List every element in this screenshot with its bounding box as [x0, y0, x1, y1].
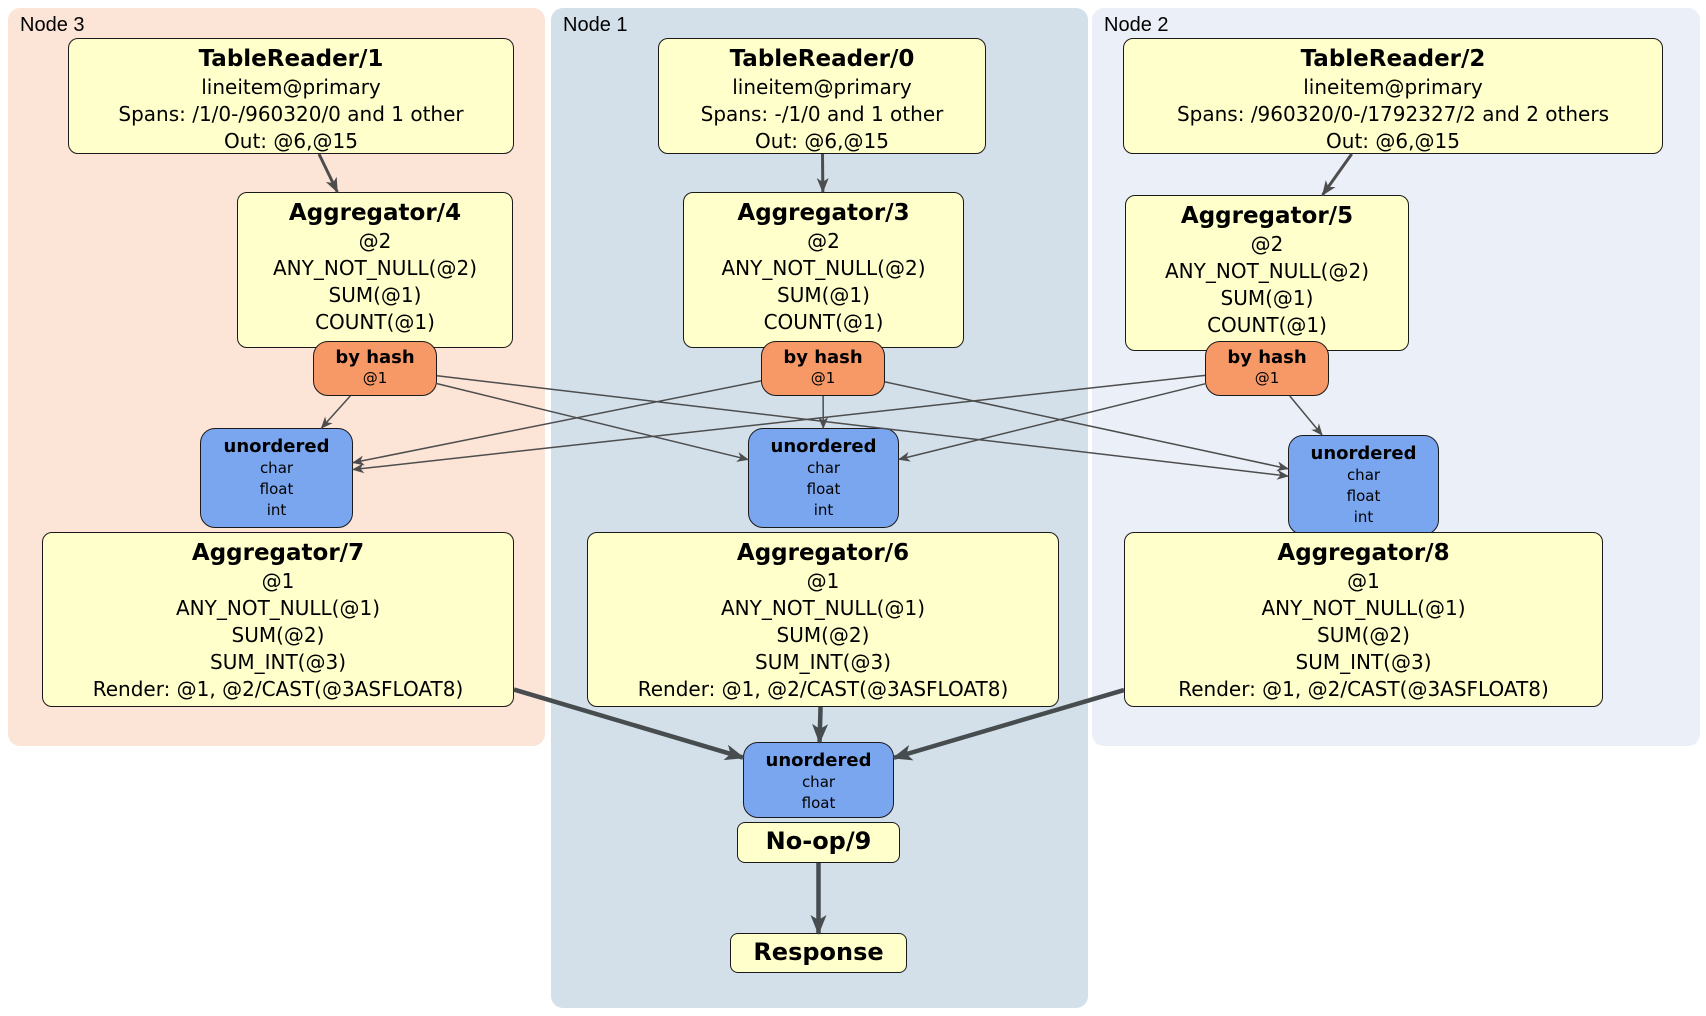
panel-label-node3: Node 3 — [20, 14, 85, 36]
sync-line: float — [259, 480, 294, 498]
box-aggregator-7: Aggregator/7 @1 ANY_NOT_NULL(@1) SUM(@2)… — [42, 532, 514, 707]
router-title: by hash — [1227, 347, 1307, 368]
box-line: ANY_NOT_NULL(@1) — [1261, 596, 1466, 620]
box-line: Out: @6,@15 — [224, 129, 358, 153]
box-line: ANY_NOT_NULL(@2) — [273, 256, 477, 280]
box-line: Out: @6,@15 — [1326, 129, 1460, 153]
sync-line: int — [266, 501, 287, 519]
router-title: by hash — [335, 347, 415, 368]
router-by-hash-5: by hash @1 — [1205, 341, 1329, 396]
box-title: Aggregator/4 — [288, 200, 462, 226]
sync-unordered-6: unordered char float int — [748, 428, 899, 528]
box-aggregator-8: Aggregator/8 @1 ANY_NOT_NULL(@1) SUM(@2)… — [1124, 532, 1603, 707]
box-line: SUM(@2) — [231, 623, 325, 647]
router-by-hash-4: by hash @1 — [313, 341, 437, 396]
box-title: TableReader/2 — [1300, 46, 1486, 72]
sync-title: unordered — [223, 436, 330, 457]
sync-line: float — [801, 794, 836, 812]
router-title: by hash — [783, 347, 863, 368]
box-title: Aggregator/6 — [736, 540, 910, 566]
box-title: Aggregator/3 — [737, 200, 910, 226]
box-aggregator-6: Aggregator/6 @1 ANY_NOT_NULL(@1) SUM(@2)… — [587, 532, 1059, 707]
box-line: @1 — [261, 569, 295, 593]
box-line: COUNT(@1) — [763, 310, 884, 334]
box-title: TableReader/0 — [729, 46, 915, 72]
box-line: Render: @1, @2/CAST(@3ASFLOAT8) — [1178, 677, 1549, 701]
panel-label-node2: Node 2 — [1104, 14, 1169, 36]
sync-line: char — [801, 773, 836, 791]
sync-line: char — [1346, 466, 1381, 484]
box-aggregator-4: Aggregator/4 @2 ANY_NOT_NULL(@2) SUM(@1)… — [237, 192, 513, 348]
box-line: SUM(@1) — [1220, 286, 1314, 310]
sync-unordered-8: unordered char float int — [1288, 435, 1439, 535]
box-title: TableReader/1 — [198, 46, 384, 72]
box-line: SUM(@2) — [776, 623, 870, 647]
box-line: @2 — [1250, 232, 1284, 256]
box-tablereader-1: TableReader/1 lineitem@primary Spans: /1… — [68, 38, 514, 154]
box-line: lineitem@primary — [1303, 75, 1483, 99]
box-line: SUM_INT(@3) — [210, 650, 346, 674]
sync-line: float — [806, 480, 841, 498]
box-line: SUM_INT(@3) — [1295, 650, 1432, 674]
box-line: @2 — [807, 229, 840, 253]
box-line: lineitem@primary — [732, 75, 912, 99]
box-title: Aggregator/8 — [1277, 540, 1450, 566]
sync-line: int — [1353, 508, 1374, 526]
sync-unordered-9: unordered char float — [743, 742, 894, 818]
sync-title: unordered — [770, 436, 877, 457]
box-line: lineitem@primary — [201, 75, 381, 99]
box-line: SUM(@1) — [328, 283, 422, 307]
sync-line: float — [1346, 487, 1381, 505]
box-response: Response — [730, 933, 907, 973]
box-aggregator-3: Aggregator/3 @2 ANY_NOT_NULL(@2) SUM(@1)… — [683, 192, 964, 348]
box-line: @1 — [1347, 569, 1380, 593]
router-line: @1 — [362, 369, 388, 387]
box-title: Response — [753, 938, 884, 966]
box-line: Spans: /960320/0-/1792327/2 and 2 others — [1176, 102, 1609, 126]
router-by-hash-3: by hash @1 — [761, 341, 885, 396]
box-line: @1 — [806, 569, 840, 593]
router-line: @1 — [810, 369, 836, 387]
box-line: COUNT(@1) — [1207, 313, 1327, 337]
sync-unordered-7: unordered char float int — [200, 428, 353, 528]
box-line: Out: @6,@15 — [755, 129, 889, 153]
box-title: Aggregator/7 — [191, 540, 365, 566]
box-line: SUM(@1) — [777, 283, 870, 307]
box-title: No-op/9 — [765, 827, 872, 855]
panel-label-node1: Node 1 — [563, 14, 628, 36]
sync-title: unordered — [1310, 443, 1417, 464]
box-noop-9: No-op/9 — [737, 822, 900, 863]
box-tablereader-0: TableReader/0 lineitem@primary Spans: -/… — [658, 38, 986, 154]
box-line: Render: @1, @2/CAST(@3ASFLOAT8) — [92, 677, 464, 701]
box-line: Spans: /1/0-/960320/0 and 1 other — [118, 102, 464, 126]
box-line: Render: @1, @2/CAST(@3ASFLOAT8) — [637, 677, 1009, 701]
box-line: SUM_INT(@3) — [755, 650, 891, 674]
sync-line: char — [806, 459, 841, 477]
box-line: ANY_NOT_NULL(@2) — [1165, 259, 1369, 283]
box-line: ANY_NOT_NULL(@1) — [721, 596, 925, 620]
router-line: @1 — [1254, 369, 1280, 387]
box-tablereader-2: TableReader/2 lineitem@primary Spans: /9… — [1123, 38, 1663, 154]
box-line: COUNT(@1) — [315, 310, 435, 334]
sync-line: int — [813, 501, 834, 519]
box-line: ANY_NOT_NULL(@2) — [721, 256, 926, 280]
sync-title: unordered — [765, 750, 872, 771]
box-line: Spans: -/1/0 and 1 other — [700, 102, 944, 126]
box-line: ANY_NOT_NULL(@1) — [176, 596, 380, 620]
box-line: @2 — [358, 229, 392, 253]
box-line: SUM(@2) — [1317, 623, 1410, 647]
sync-line: char — [259, 459, 294, 477]
box-aggregator-5: Aggregator/5 @2 ANY_NOT_NULL(@2) SUM(@1)… — [1125, 195, 1409, 351]
box-title: Aggregator/5 — [1180, 203, 1354, 229]
